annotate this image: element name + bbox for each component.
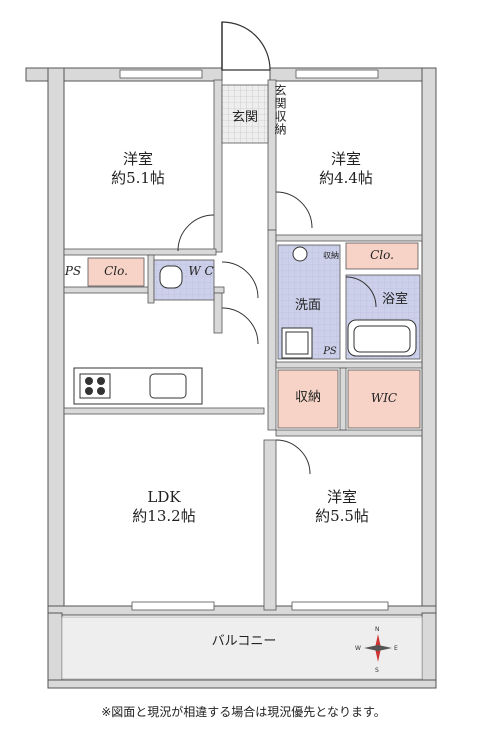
room-size: 約4.4帖 <box>319 169 373 187</box>
wash-basin <box>292 246 308 262</box>
entrance-label: 玄関 <box>231 110 258 125</box>
toilet-fixture <box>159 265 183 289</box>
exterior-walls <box>25 67 437 689</box>
storage-room <box>277 369 339 429</box>
wic-label: WIC <box>370 391 398 405</box>
room-name: LDK <box>147 488 181 506</box>
closet-right <box>345 242 419 270</box>
interior-doors[interactable] <box>177 191 377 475</box>
room-name: 洋室 <box>122 150 153 168</box>
storage-label: 収納 <box>294 390 321 405</box>
interior-walls <box>63 79 423 611</box>
compass-n-label: N <box>375 626 380 633</box>
bathroom-label: 浴室 <box>381 292 408 307</box>
entrance-storage-label: 玄関収納 <box>273 84 287 136</box>
room-ldk: LDK 約13.2帖 <box>112 488 216 526</box>
entrance-floor <box>221 84 269 144</box>
compass-e-label: E <box>394 645 398 652</box>
compass-w-label: W <box>355 645 361 652</box>
front-door[interactable] <box>221 21 271 71</box>
room-size: 約5.1帖 <box>111 169 165 187</box>
compass-s-label: S <box>375 667 379 674</box>
room-name: 洋室 <box>326 488 357 506</box>
room-size: 約5.5帖 <box>315 507 369 525</box>
compass-icon: N S E W <box>355 626 398 674</box>
closet-left <box>87 257 145 287</box>
room-western-ne: 洋室 約4.4帖 <box>298 150 394 188</box>
sink <box>149 373 187 399</box>
washroom-label: 洗面 <box>294 298 321 313</box>
room-western-se: 洋室 約5.5帖 <box>294 488 390 526</box>
closet-left-label: Clo. <box>104 264 128 278</box>
closet-right-label: Clo. <box>370 248 394 262</box>
room-western-nw: 洋室 約5.1帖 <box>90 150 186 188</box>
balcony-label: バルコニー <box>211 634 277 649</box>
wic-room <box>347 369 421 429</box>
wash-storage-label: 収納 <box>323 251 339 260</box>
room-name: 洋室 <box>330 150 361 168</box>
stove <box>79 373 111 399</box>
ps-left-label: PS <box>64 264 82 278</box>
ps-wash-label: PS <box>323 346 337 357</box>
windows <box>119 69 389 611</box>
washing-machine <box>281 327 313 359</box>
room-size: 約13.2帖 <box>132 507 196 525</box>
bathtub <box>347 319 417 357</box>
disclaimer-note: ※図面と現況が相違する場合は現況優先となります。 <box>101 705 386 719</box>
balcony-floor <box>61 616 423 680</box>
toilet-label: W C <box>188 264 214 278</box>
